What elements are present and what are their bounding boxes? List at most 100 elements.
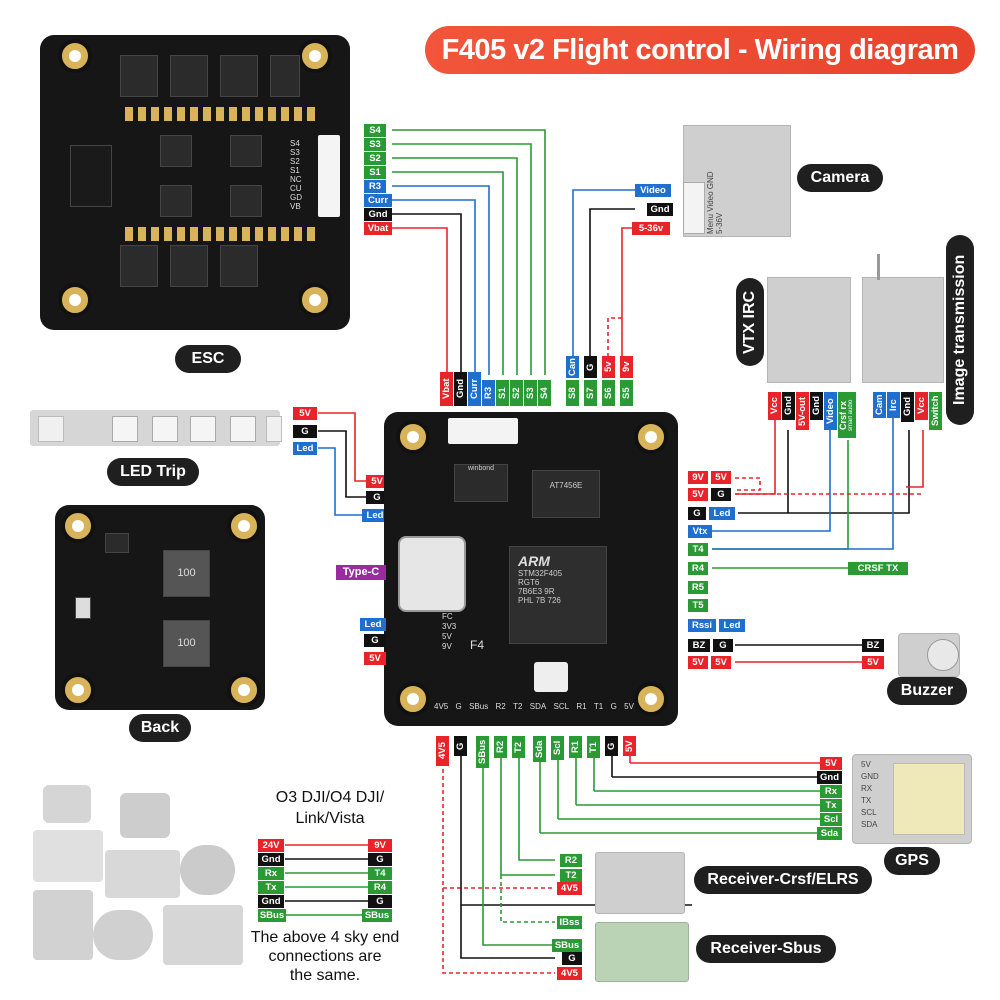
esc-board: S4 S3 S2 S1 NC CU GD VB — [40, 35, 350, 330]
bottom-sda: Sda — [533, 736, 546, 762]
vtx-vcc: Vcc — [768, 392, 781, 420]
esc-tag-s4: S4 — [364, 124, 386, 137]
fc-silk-fc: FC — [442, 612, 453, 621]
flash-chip: winbond — [454, 464, 508, 502]
buzzer-module — [898, 633, 960, 677]
buzzer-label: Buzzer — [887, 677, 967, 705]
bottom-r1: R1 — [569, 736, 582, 758]
fc-led-led: Led — [362, 509, 388, 522]
bottom-r2: R2 — [494, 736, 507, 758]
it-switch: Switch — [929, 392, 942, 430]
right-g: G — [688, 507, 706, 520]
fc-pad-s6: S6 — [602, 380, 615, 406]
dji-9v: 9V — [368, 839, 392, 852]
right-bz: BZ — [688, 639, 710, 652]
gps-scl: Scl — [820, 813, 842, 826]
sbus-sbus: SBus — [552, 939, 582, 952]
it-irc: Irc — [887, 392, 900, 418]
led-strip — [30, 410, 282, 446]
dji-title: O3 DJI/O4 DJI/Link/Vista — [275, 789, 385, 827]
fc-pad-s5: S5 — [620, 380, 633, 406]
camera-tag-gnd: Gnd — [647, 203, 673, 216]
dji-sbus: SBus — [258, 909, 286, 922]
fc-f4-silk: F4 — [470, 638, 485, 652]
dji-r4: R4 — [368, 881, 392, 894]
buzzer-5v: 5V — [862, 656, 884, 669]
dji-24v: 24V — [258, 839, 284, 852]
fc-pad-s7: S7 — [584, 380, 597, 406]
fc-silk-3v3: 3V3 — [442, 622, 457, 631]
vtx-gnd2: Gnd — [810, 392, 823, 420]
it-cam: Cam — [873, 392, 886, 418]
esc-label: ESC — [175, 345, 241, 373]
right-rssi: Rssi — [688, 619, 716, 632]
bottom-scl: Scl — [551, 736, 564, 760]
bottom-g: G — [454, 736, 467, 756]
led-strip-g: G — [293, 425, 317, 438]
mcu-chip: ARM STM32F405 RGT6 7B6E3 9R PHL 7B 726 — [509, 546, 607, 644]
right-rssi-led: Led — [719, 619, 745, 632]
bottom-t1: T1 — [587, 736, 600, 758]
led-strip-led: Led — [293, 442, 317, 455]
fc-top-gnd: Gnd — [454, 372, 467, 406]
fc-top-curr: Curr — [468, 372, 481, 406]
led-strip-label: LED Trip — [107, 458, 199, 486]
back-label: Back — [129, 714, 191, 742]
gps-sda: Sda — [817, 827, 842, 840]
esc-tag-r3: R3 — [364, 180, 386, 193]
camera-tag-5-36v: 5-36v — [632, 222, 670, 235]
crsf-r2: R2 — [560, 854, 582, 867]
crsf-4v5: 4V5 — [557, 882, 582, 895]
esc-silk-labels: S4 S3 S2 S1 NC CU GD VB — [290, 139, 302, 211]
esc-tag-gnd: Gnd — [364, 208, 392, 221]
sbus-ibss: IBss — [557, 916, 582, 929]
right-r5: R5 — [688, 581, 708, 594]
bottom-g2: G — [605, 736, 618, 756]
gps-gnd: Gnd — [817, 771, 842, 784]
right-5v-g: G — [711, 488, 731, 501]
sbus-g: G — [562, 952, 582, 965]
camera-silk: Menu Video GND 5-36V — [706, 171, 724, 234]
vtx-5v-out: 5V-out — [796, 392, 809, 430]
fc-led-g: G — [366, 491, 388, 504]
dji-g2: G — [368, 895, 392, 908]
gps-rx: Rx — [820, 785, 842, 798]
dji-rx: Rx — [258, 867, 284, 880]
dji-gnd2: Gnd — [258, 895, 284, 908]
dji-g: G — [368, 853, 392, 866]
fc-top-vbat: Vbat — [440, 372, 453, 406]
right-9v: 9V — [688, 471, 708, 484]
fc-silk-9v: 9V — [442, 642, 452, 651]
crsf-t2: T2 — [560, 869, 582, 882]
right-t4: T4 — [688, 543, 708, 556]
right-t5: T5 — [688, 599, 708, 612]
vtx-gnd: Gnd — [782, 392, 795, 420]
dji-devices-illustration — [25, 775, 250, 975]
esc-tag-s2: S2 — [364, 152, 386, 165]
fc-cam-9v: 9v — [620, 356, 633, 378]
receiver-crsf-label: Receiver-Crsf/ELRS — [694, 866, 872, 894]
right-crsf-tx: CRSF TX — [848, 562, 908, 575]
image-transmission-label: Image transmission — [946, 235, 974, 425]
fc-left-led: Led — [360, 618, 386, 631]
page-title: F405 v2 Flight control - Wiring diagram — [425, 26, 975, 74]
fc-silk-5v: 5V — [442, 632, 452, 641]
fc-led-5v: 5V — [366, 475, 388, 488]
fc-cam-g: G — [584, 356, 597, 378]
fc-cam-can: Can — [566, 356, 579, 378]
fc-pad-s8: S8 — [566, 380, 579, 406]
receiver-sbus-label: Receiver-Sbus — [696, 935, 836, 963]
fc-top-r3: R3 — [482, 380, 495, 406]
bottom-4v5: 4V5 — [436, 736, 449, 766]
esc-tag-s3: S3 — [364, 138, 386, 151]
fc-cam-5v: 5v — [602, 356, 615, 378]
camera-label: Camera — [797, 164, 883, 192]
right-9v-5v: 5V — [711, 471, 731, 484]
sbus-4v5: 4V5 — [557, 967, 582, 980]
camera-connector — [683, 182, 705, 234]
